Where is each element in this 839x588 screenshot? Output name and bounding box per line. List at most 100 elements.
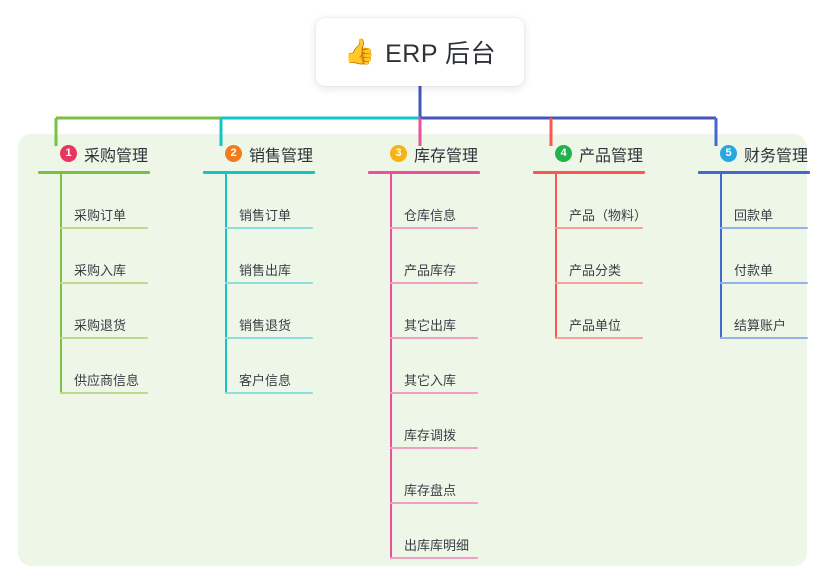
leaf-item[interactable]: 产品库存: [390, 229, 480, 284]
leaf-item[interactable]: 仓库信息: [390, 174, 480, 229]
branch-items-2: 销售订单销售出库销售退货客户信息: [225, 174, 315, 394]
branch-underline-2: [203, 171, 315, 174]
branch-badge-2: 2: [225, 145, 242, 162]
branch-header-4[interactable]: 4 产品管理: [533, 140, 647, 167]
leaf-underline: [720, 337, 808, 339]
leaf-item[interactable]: 库存盘点: [390, 449, 480, 504]
branch-title-4: 产品管理: [579, 147, 644, 165]
leaf-underline: [60, 282, 148, 284]
leaf-underline: [390, 502, 478, 504]
branch-underline-5: [698, 171, 810, 174]
leaf-label: 产品单位: [569, 318, 622, 333]
leaf-underline: [390, 392, 478, 394]
leaf-underline: [60, 337, 148, 339]
branch-header-3[interactable]: 3 库存管理: [368, 140, 480, 167]
root-node[interactable]: 👍 ERP 后台: [316, 18, 524, 86]
leaf-item[interactable]: 回款单: [720, 174, 810, 229]
branch-title-5: 财务管理: [744, 147, 809, 165]
leaf-item[interactable]: 产品分类: [555, 229, 647, 284]
leaf-underline: [225, 337, 313, 339]
leaf-label: 客户信息: [239, 373, 292, 388]
diagram-panel: [18, 134, 807, 566]
branch-title-3: 库存管理: [414, 147, 479, 165]
leaf-underline: [225, 282, 313, 284]
leaf-label: 采购订单: [74, 208, 127, 223]
leaf-underline: [390, 557, 478, 559]
leaf-item[interactable]: 其它出库: [390, 284, 480, 339]
branch-underline-1: [38, 171, 150, 174]
leaf-underline: [390, 227, 478, 229]
leaf-underline: [225, 392, 313, 394]
leaf-underline: [60, 392, 148, 394]
leaf-item[interactable]: 供应商信息: [60, 339, 150, 394]
leaf-item[interactable]: 出库库明细: [390, 504, 480, 559]
leaf-item[interactable]: 采购入库: [60, 229, 150, 284]
leaf-label: 仓库信息: [404, 208, 457, 223]
branch-items-3: 仓库信息产品库存其它出库其它入库库存调拨库存盘点出库库明细: [390, 174, 480, 559]
leaf-label: 产品分类: [569, 263, 622, 278]
leaf-underline: [390, 337, 478, 339]
leaf-label: 其它出库: [404, 318, 457, 333]
branch-column-3[interactable]: 3 库存管理仓库信息产品库存其它出库其它入库库存调拨库存盘点出库库明细: [368, 140, 480, 559]
branch-badge-3: 3: [390, 145, 407, 162]
leaf-label: 库存调拨: [404, 428, 457, 443]
branch-items-5: 回款单付款单结算账户: [720, 174, 810, 339]
leaf-underline: [720, 282, 808, 284]
branch-trunk-1: [60, 174, 62, 394]
branch-underline-3: [368, 171, 480, 174]
leaf-label: 产品库存: [404, 263, 457, 278]
leaf-label: 出库库明细: [404, 538, 470, 553]
leaf-underline: [225, 227, 313, 229]
leaf-item[interactable]: 销售出库: [225, 229, 315, 284]
leaf-item[interactable]: 结算账户: [720, 284, 810, 339]
leaf-label: 销售订单: [239, 208, 292, 223]
leaf-underline: [555, 227, 643, 229]
leaf-label: 销售退货: [239, 318, 292, 333]
leaf-item[interactable]: 采购订单: [60, 174, 150, 229]
leaf-underline: [390, 282, 478, 284]
leaf-underline: [720, 227, 808, 229]
leaf-underline: [555, 282, 643, 284]
leaf-label: 回款单: [734, 208, 774, 223]
leaf-underline: [60, 227, 148, 229]
leaf-label: 结算账户: [734, 318, 787, 333]
leaf-item[interactable]: 客户信息: [225, 339, 315, 394]
branch-column-2[interactable]: 2 销售管理销售订单销售出库销售退货客户信息: [203, 140, 315, 394]
branch-trunk-5: [720, 174, 722, 339]
branch-badge-5: 5: [720, 145, 737, 162]
thumbs-up-icon: 👍: [343, 37, 376, 66]
leaf-item[interactable]: 销售订单: [225, 174, 315, 229]
leaf-item[interactable]: 产品单位: [555, 284, 647, 339]
leaf-label: 采购入库: [74, 263, 127, 278]
leaf-label: 库存盘点: [404, 483, 457, 498]
branch-header-5[interactable]: 5 财务管理: [698, 140, 810, 167]
branch-column-4[interactable]: 4 产品管理产品（物料） 产品分类产品单位: [533, 140, 647, 339]
branch-title-1: 采购管理: [84, 147, 149, 165]
branch-trunk-3: [390, 174, 392, 559]
leaf-label: 供应商信息: [74, 373, 140, 388]
branch-underline-4: [533, 171, 645, 174]
leaf-item[interactable]: 销售退货: [225, 284, 315, 339]
leaf-underline: [555, 337, 643, 339]
leaf-underline: [390, 447, 478, 449]
leaf-item[interactable]: 产品（物料）: [555, 174, 647, 229]
leaf-label: 产品（物料）: [569, 208, 648, 223]
leaf-label: 销售出库: [239, 263, 292, 278]
branch-trunk-4: [555, 174, 557, 339]
leaf-item[interactable]: 其它入库: [390, 339, 480, 394]
branch-items-1: 采购订单采购入库采购退货供应商信息: [60, 174, 150, 394]
leaf-label: 付款单: [734, 263, 774, 278]
branch-items-4: 产品（物料） 产品分类产品单位: [555, 174, 647, 339]
leaf-item[interactable]: 付款单: [720, 229, 810, 284]
branch-header-2[interactable]: 2 销售管理: [203, 140, 315, 167]
branch-column-5[interactable]: 5 财务管理回款单付款单结算账户: [698, 140, 810, 339]
branch-trunk-2: [225, 174, 227, 394]
leaf-item[interactable]: 库存调拨: [390, 394, 480, 449]
branch-title-2: 销售管理: [249, 147, 314, 165]
leaf-item[interactable]: 采购退货: [60, 284, 150, 339]
branch-badge-4: 4: [555, 145, 572, 162]
root-node-content: 👍 ERP 后台: [344, 34, 496, 70]
